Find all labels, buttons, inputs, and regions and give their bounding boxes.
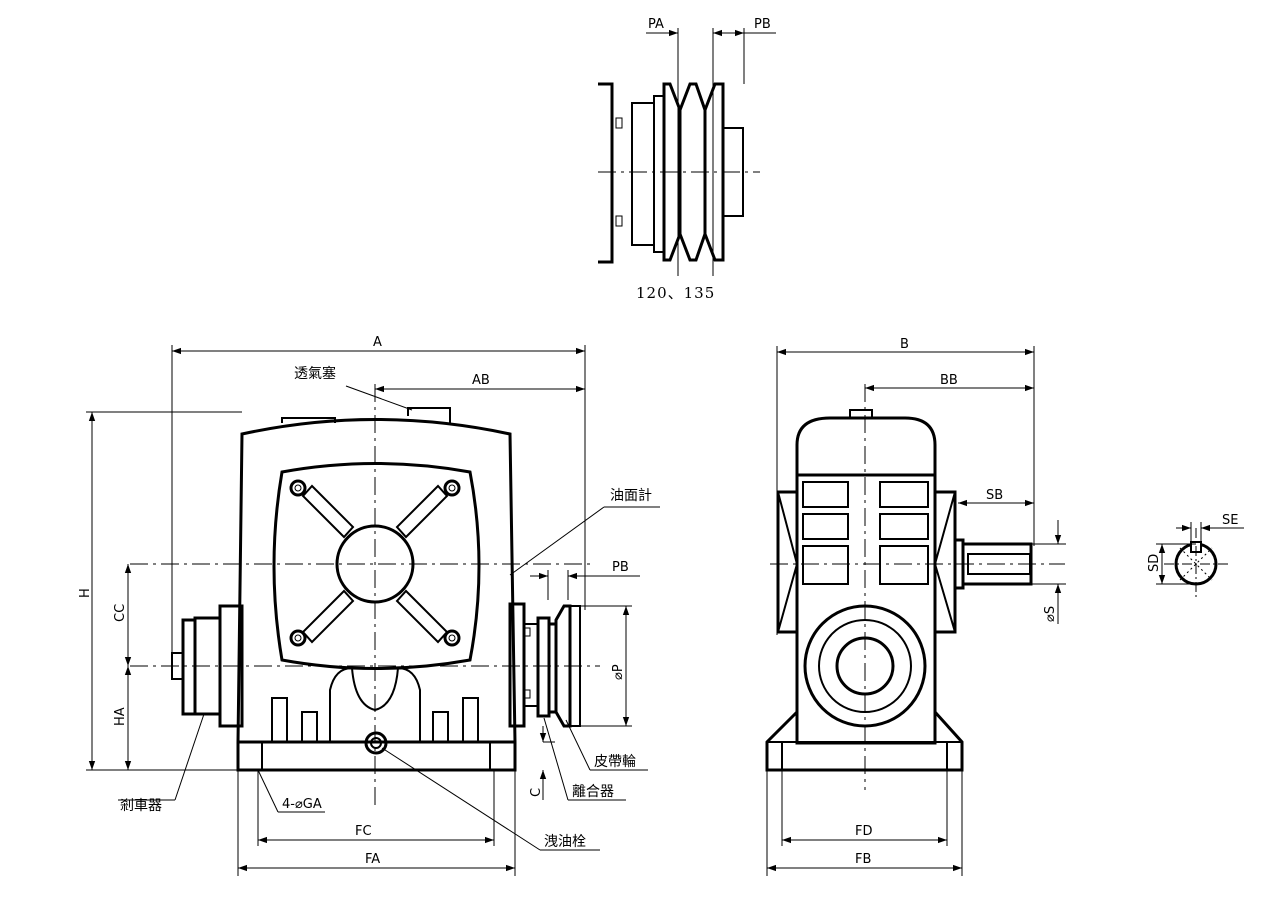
pulley-detail-view: PA PB 120、135 [598,17,776,302]
dim-h: H [78,588,93,598]
callout-breather: 透氣塞 [294,365,336,382]
pulley-sizes-label: 120、135 [636,284,715,302]
cover-ribs [301,484,449,644]
side-top-cover [795,416,937,475]
side-breather [849,409,873,418]
dim-se: SE [1222,513,1238,528]
callout-oil-gauge: 油面計 [610,488,652,504]
callout-clutch: 離合器 [572,783,614,800]
breather-plug [407,407,451,425]
clutch-body [536,616,551,718]
dim-fa: FA [365,852,380,867]
pulley-bracket [598,82,614,264]
dim-ab: AB [472,373,490,388]
cover-bolts [289,479,461,647]
dim-pb-front: PB [612,560,629,575]
side-right-bearing [935,490,957,634]
pulley-groove-2 [678,82,707,262]
pulley-hub [631,102,655,246]
dim-ga: 4-⌀GA [282,797,322,812]
brake-shaft [171,652,184,680]
callout-drain-plug: 洩油栓 [544,834,586,850]
callout-belt-pulley: 皮帶輪 [594,753,636,770]
dim-s: ⌀S [1043,606,1058,622]
side-fins [802,481,929,585]
dim-sb: SB [986,488,1003,503]
housing-top-lip [281,417,336,423]
dim-bb: BB [940,373,958,388]
callout-brake: 剎車器 [120,797,162,814]
housing-base [236,740,517,772]
dim-b: B [900,337,909,352]
dim-cc: CC [113,604,128,622]
dim-p: ⌀P [611,664,626,680]
dim-fb: FB [855,852,871,867]
callouts: 透氣塞 油面計 皮帶輪 離合器 剎車器 洩油栓 [118,365,660,851]
front-view: A AB H CC HA C PB ⌀P FC FA 4- [78,335,640,876]
shaft-section: SE SD [1147,513,1244,598]
housing-outline [236,418,517,744]
cover-plate [272,462,481,670]
housing-feet-ribs [271,697,479,742]
dim-c: C [529,788,544,797]
dim-ha: HA [113,707,128,726]
dim-pa: PA [648,17,664,32]
pulley-key-upper [615,117,623,129]
pulley-key-lower [615,215,623,227]
brake-cap [181,618,197,716]
pulley-shaft-end [722,127,744,217]
dim-fc: FC [355,824,372,839]
drain-plug [364,731,388,755]
side-left-bearing [776,490,797,634]
dim-fd: FD [855,824,873,839]
dim-a: A [373,335,382,350]
side-view: B BB SB ⌀S FD FB [765,337,1066,876]
dim-sd: SD [1147,554,1162,572]
dim-pb-top: PB [754,17,771,32]
